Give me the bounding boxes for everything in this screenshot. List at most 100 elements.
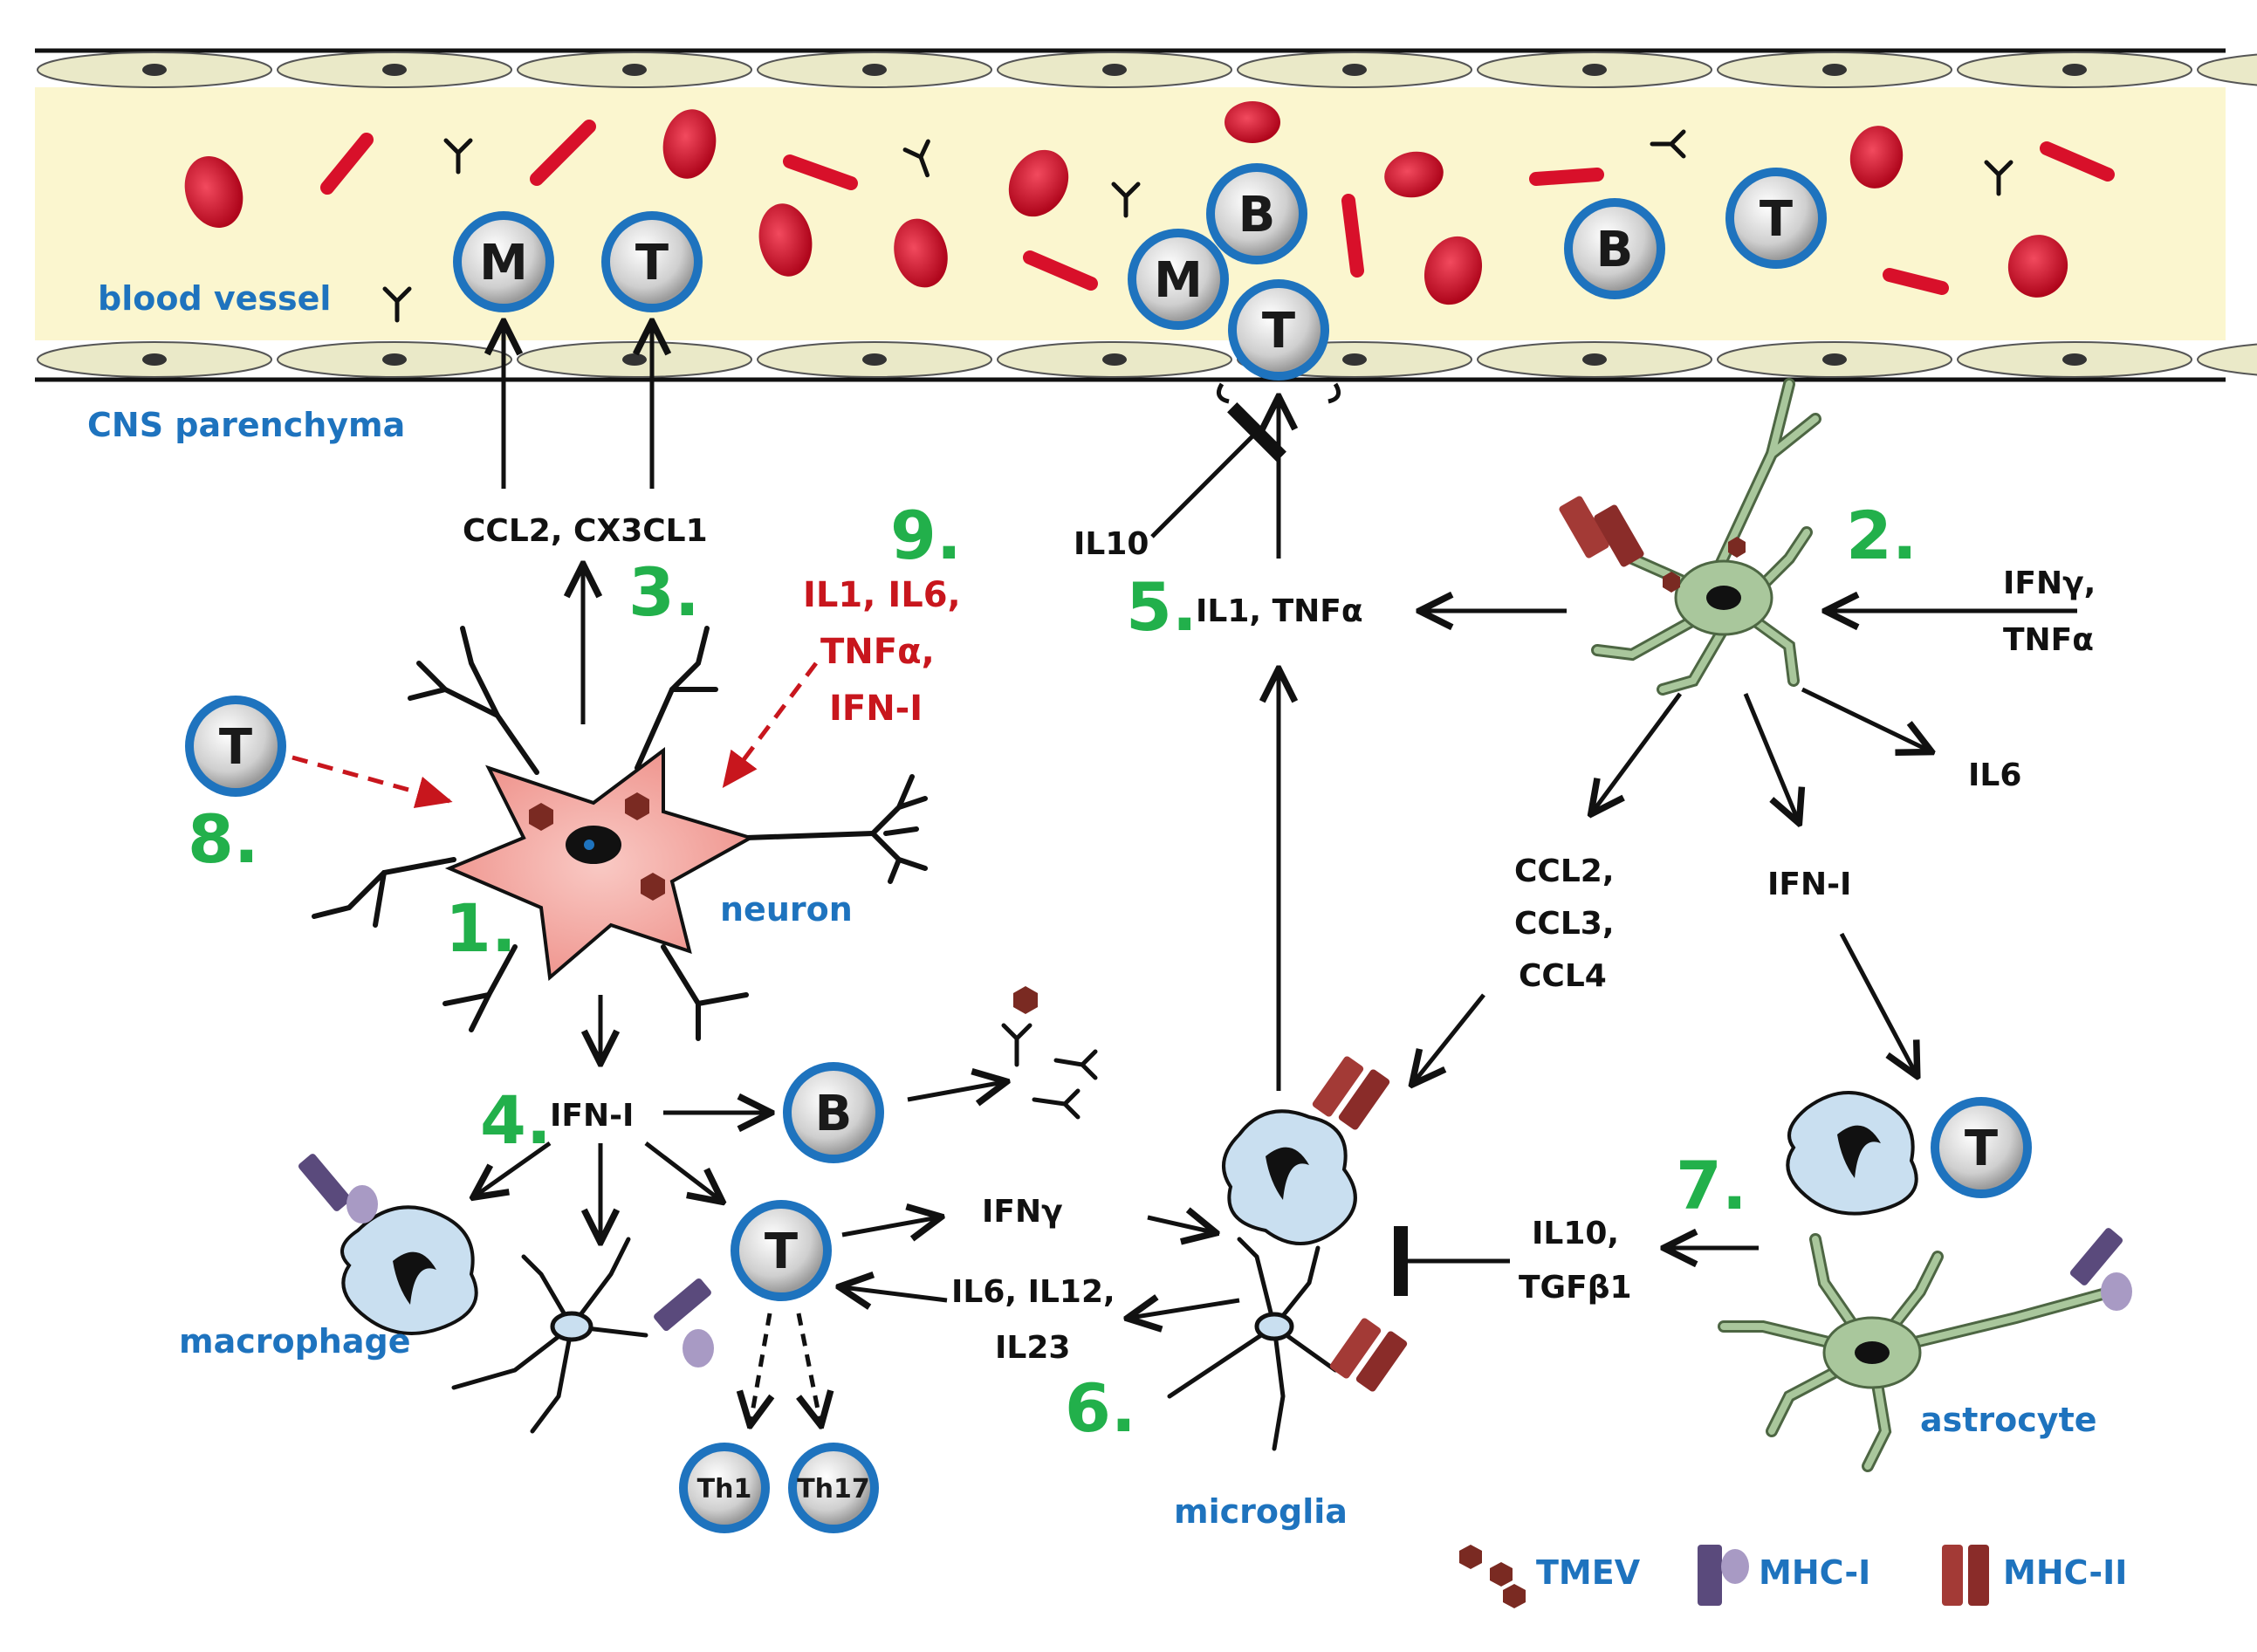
microglia-left-mhc1 — [654, 1278, 714, 1368]
step-4: 4. — [480, 1081, 552, 1159]
red-blood-cell — [1423, 236, 1483, 305]
cns-parenchyma-label: CNS parenchyma — [87, 406, 405, 444]
red-blood-cell-rod — [1341, 194, 1364, 278]
ifn-i-center-label: IFN-I — [550, 1098, 634, 1134]
vessel-lumen — [35, 87, 2226, 340]
endothelial-cell-top-nucleus — [1582, 64, 1607, 76]
endothelial-cell-bottom-nucleus — [622, 353, 647, 366]
arrow-astro-to-ifni — [1743, 693, 1798, 820]
astrocyte-label: astrocyte — [1920, 1401, 2097, 1439]
microglia-center-mhc2 — [1329, 1318, 1408, 1392]
macrophage-left — [298, 1154, 478, 1335]
svg-text:M: M — [479, 235, 528, 291]
antibody — [382, 286, 412, 323]
red-blood-cell-rod — [783, 154, 858, 190]
T-cell-parenchyma: T — [731, 1200, 832, 1301]
ccl2-cx3cl1-label: CCL2, CX3CL1 — [463, 513, 708, 549]
bbb-hook-left — [1216, 382, 1230, 404]
ifn-i-right-label: IFN-I — [1767, 867, 1851, 902]
ifng-tnfa-label-1: IFNγ, — [2003, 566, 2096, 601]
il10-top-label: IL10 — [1074, 526, 1149, 562]
red-blood-cell — [1008, 149, 1069, 217]
endothelial-cell-bottom-nucleus — [2062, 353, 2087, 366]
arrow-B-to-antibodies — [907, 1082, 1004, 1100]
svg-text:T: T — [219, 719, 252, 776]
bbb-hook-right — [1327, 382, 1341, 404]
microglia-center — [1167, 1237, 1338, 1451]
endothelial-cell-bottom-nucleus — [1102, 353, 1127, 366]
vessel-T-cell: T — [601, 211, 703, 312]
antibody — [1984, 160, 2013, 196]
vessel-T-cell-3: T — [1725, 168, 1827, 269]
step-7: 7. — [1676, 1147, 1747, 1224]
endothelial-cell-top-nucleus — [622, 64, 647, 76]
endothelial-cell-bottom-nucleus — [1342, 353, 1367, 366]
endothelial-cell-top-nucleus — [1822, 64, 1847, 76]
tmev-particle — [1013, 986, 1038, 1014]
arrow-il6-to-T — [842, 1287, 948, 1300]
svg-text:T: T — [765, 1224, 798, 1280]
astrocyte-bottom-mhc1 — [2069, 1228, 2132, 1311]
arrow-ifni-to-macrophage — [476, 1141, 552, 1196]
arrow-cytokines-to-neuron-red — [722, 661, 818, 788]
step-1: 1. — [445, 889, 517, 967]
arrow-astro-to-ccl — [1593, 692, 1683, 812]
step-2: 2. — [1846, 497, 1917, 574]
ccl-label-2: CCL3, — [1514, 906, 1615, 942]
red-blood-cell — [662, 109, 717, 179]
endothelial-cell-bottom-nucleus — [142, 353, 167, 366]
cytokines-9-label-2: TNFα, — [820, 632, 935, 672]
il6-il12-label-1: IL6, IL12, — [951, 1274, 1115, 1310]
macrophage-label: macrophage — [179, 1322, 410, 1361]
red-blood-cell — [1849, 126, 1904, 189]
neuron-nucleolus — [584, 840, 594, 850]
step-8: 8. — [188, 800, 259, 878]
endothelial-cell-bottom-nucleus — [862, 353, 887, 366]
step-6: 6. — [1065, 1369, 1136, 1447]
ccl-label-1: CCL2, — [1514, 853, 1615, 889]
neuron-tmev-particles — [529, 792, 665, 901]
blood-vessel — [35, 48, 2257, 382]
ifng-tnfa-label-2: TNFα — [2003, 622, 2094, 658]
legend: TMEV MHC-I MHC-II — [1459, 1545, 2127, 1608]
arrow-astro-to-il6 — [1801, 687, 1929, 751]
vessel-B-cell-3: B — [1564, 198, 1665, 299]
arrow-microglia-to-il6 — [1130, 1300, 1240, 1318]
antibody — [1111, 182, 1141, 218]
red-blood-cell — [184, 156, 244, 228]
arrow-T-to-Th17 — [799, 1313, 820, 1422]
svg-text:B: B — [1238, 187, 1276, 243]
legend-mhc2-label: MHC-II — [2003, 1553, 2127, 1592]
cytokines-9-label-1: IL1, IL6, — [803, 575, 961, 615]
cytokines-9-label-3: IFN-I — [829, 689, 923, 729]
vessel-B-cell: B — [1206, 163, 1307, 264]
macrophage-center — [1222, 1056, 1390, 1245]
endothelial-cell-top-nucleus — [1342, 64, 1367, 76]
arrow-T-to-neuron-red — [292, 755, 453, 809]
step-3: 3. — [628, 553, 700, 631]
legend-mhc1-label: MHC-I — [1759, 1553, 1870, 1592]
red-blood-cell-rod — [1529, 168, 1604, 186]
ifng-mid-label: IFNγ — [982, 1194, 1063, 1230]
astrocyte-top-mhc2 — [1559, 496, 1644, 567]
Th17-cell: Th17 — [788, 1443, 879, 1533]
svg-text:Th1: Th1 — [697, 1474, 752, 1505]
parenchyma-antibodies — [1001, 1023, 1098, 1120]
endothelial-cell-top-nucleus — [382, 64, 407, 76]
microglia-label: microglia — [1174, 1492, 1348, 1531]
svg-text:T: T — [1965, 1121, 1998, 1177]
il1-tnfa-label: IL1, TNFα — [1196, 593, 1363, 629]
il10-tgf-label-2: TGFβ1 — [1519, 1270, 1632, 1306]
arrow-ifni-to-cells — [1839, 932, 1916, 1073]
il10-tgf-label-1: IL10, — [1532, 1216, 1619, 1251]
il6-il12-label-2: IL23 — [995, 1330, 1070, 1366]
astrocyte-bottom — [1718, 1228, 2132, 1472]
red-blood-cell-rod — [2040, 141, 2115, 182]
arrow-ifni-to-T — [644, 1141, 720, 1200]
il6-right-label: IL6 — [1968, 757, 2021, 793]
neuron-label: neuron — [720, 890, 853, 929]
red-blood-cell-rod — [1023, 250, 1098, 291]
legend-tmev-icon — [1459, 1545, 1526, 1608]
endothelial-cell-bottom-nucleus — [1822, 353, 1847, 366]
